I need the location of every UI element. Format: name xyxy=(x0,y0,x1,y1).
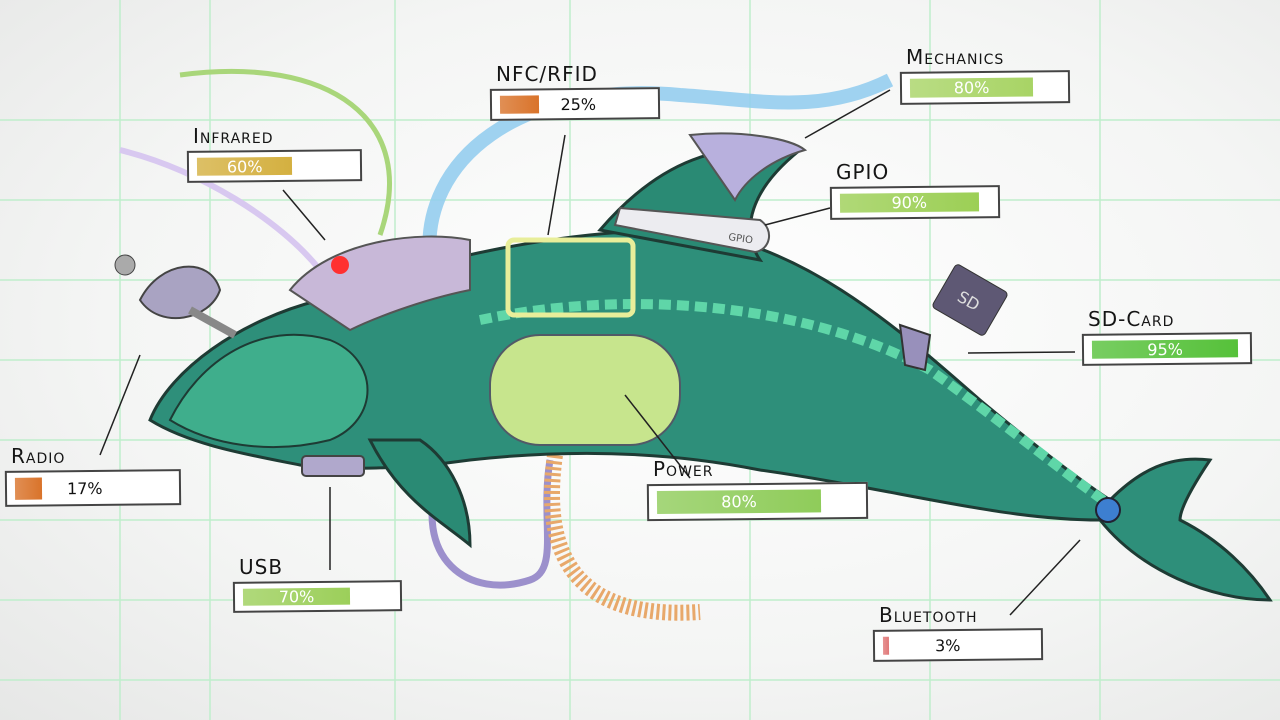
progress-fill xyxy=(882,636,890,655)
sd-card-icon: SD xyxy=(932,264,1008,336)
usb-port xyxy=(301,455,365,477)
progress-value: 3% xyxy=(934,635,961,655)
card-title: USB xyxy=(239,555,284,579)
status-card-gpio: GPIO 90% xyxy=(829,160,1001,220)
skull xyxy=(168,333,369,448)
progress-bar: 17% xyxy=(4,469,182,507)
orange-hose xyxy=(544,453,701,621)
gpio-header: GPIO xyxy=(613,206,770,254)
status-card-infrared: Infrared 60% xyxy=(186,124,363,183)
radio-dish-icon xyxy=(138,265,222,319)
leader-lines xyxy=(99,89,1081,616)
progress-value: 60% xyxy=(226,156,263,176)
infrared-beam xyxy=(119,147,323,272)
status-card-mechanics: Mechanics 80% xyxy=(899,45,1071,105)
mechanics-fin-plate xyxy=(688,132,808,202)
progress-value: 80% xyxy=(721,492,757,512)
radio-antenna-tip xyxy=(114,254,136,276)
progress-fill xyxy=(14,477,43,500)
nfc-coil xyxy=(505,237,636,318)
progress-bar: 80% xyxy=(646,481,869,522)
spine xyxy=(478,299,1113,510)
status-card-nfc-rfid: NFC/RFID 25% xyxy=(489,62,661,121)
progress-bar: 80% xyxy=(899,70,1071,105)
card-title: Radio xyxy=(11,444,66,468)
battery xyxy=(489,334,681,446)
card-title: SD-Card xyxy=(1088,307,1175,331)
progress-bar: 90% xyxy=(829,185,1001,220)
progress-bar: 25% xyxy=(489,87,661,121)
status-card-power: Power 80% xyxy=(646,457,869,522)
progress-value: 70% xyxy=(278,587,315,607)
card-title: GPIO xyxy=(836,160,890,184)
progress-value: 80% xyxy=(953,77,990,98)
progress-bar: 95% xyxy=(1081,332,1253,366)
card-title: Power xyxy=(653,457,714,481)
progress-bar: 3% xyxy=(872,628,1044,662)
radio-mount xyxy=(188,306,237,339)
card-title: Bluetooth xyxy=(879,603,978,627)
status-card-radio: Radio 17% xyxy=(4,444,182,507)
dolphin-body xyxy=(148,228,1273,602)
progress-value: 95% xyxy=(1147,339,1184,359)
gpio-label: GPIO xyxy=(728,232,754,246)
progress-value: 17% xyxy=(66,478,103,498)
progress-bar: 60% xyxy=(186,149,363,183)
status-card-sd-card: SD-Card 95% xyxy=(1081,307,1253,366)
card-title: Infrared xyxy=(193,124,274,148)
pectoral-fin xyxy=(367,438,472,549)
bluetooth-icon xyxy=(1095,497,1121,523)
infrared-led xyxy=(331,256,349,274)
progress-value: 90% xyxy=(891,192,928,213)
status-card-bluetooth: Bluetooth 3% xyxy=(872,603,1044,662)
status-card-usb: USB 70% xyxy=(232,555,403,613)
card-title: Mechanics xyxy=(906,45,1005,69)
sd-card-slot xyxy=(898,323,932,372)
card-title: NFC/RFID xyxy=(496,62,598,86)
progress-bar: 70% xyxy=(232,580,403,613)
progress-value: 25% xyxy=(560,94,597,114)
progress-fill xyxy=(499,95,539,114)
green-cable xyxy=(179,69,392,236)
